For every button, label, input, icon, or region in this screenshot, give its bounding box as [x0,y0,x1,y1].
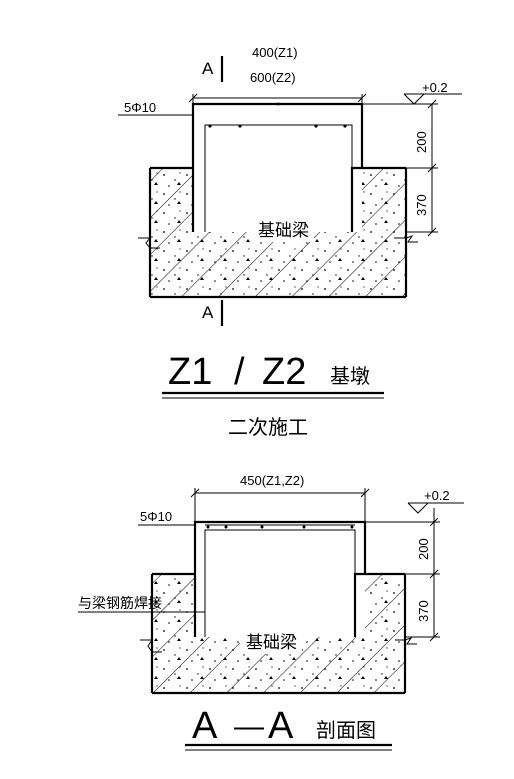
bottom-section: 450(Z1,Z2) 5Φ10 +0.2 200 370 与梁钢筋焊接 基础梁 … [78,473,464,751]
bottom-title-a-left: A [192,705,218,747]
top-dim-200: 200 [414,131,429,153]
bottom-beam-label: 基础梁 [246,633,297,653]
bottom-dim-370: 370 [416,600,431,622]
top-width-z1: 400(Z1) [252,45,298,60]
top-title-slash: / [234,351,245,393]
top-elevation-label: +0.2 [422,80,448,95]
top-dim-370: 370 [414,194,429,216]
top-break-left [138,237,160,249]
bottom-elevation-label: +0.2 [424,488,450,503]
bottom-break-right [395,637,417,645]
top-width-z2: 600(Z2) [250,70,296,85]
top-pier [191,102,364,232]
bottom-title-suffix: 剖面图 [316,718,376,742]
bottom-rebar-label: 5Φ10 [140,509,172,524]
top-elevation-mark [403,93,426,105]
top-title-suffix: 基墩 [330,364,370,388]
top-note: 二次施工 [228,415,308,439]
bottom-title-dash: — [234,710,264,743]
top-rebar-label: 5Φ10 [124,100,156,115]
bottom-width-label: 450(Z1,Z2) [240,473,304,488]
bottom-dim-200: 200 [416,538,431,560]
bottom-break-left [140,639,162,653]
top-section-mark-upper: A [202,59,214,78]
top-beam-label: 基础梁 [258,221,309,241]
top-break-right [394,235,418,243]
top-section-mark-lower: A [202,303,214,322]
bottom-title-a-right: A [268,705,294,747]
bottom-pier [193,520,367,637]
bottom-weld-note: 与梁钢筋焊接 [78,595,162,612]
top-title-z1: Z1 [168,351,212,393]
bottom-elevation-mark [407,502,430,514]
top-title-z2: Z2 [262,351,306,393]
top-section: A A 400(Z1) 600(Z2) 5Φ10 +0.2 200 370 基础… [118,45,462,439]
